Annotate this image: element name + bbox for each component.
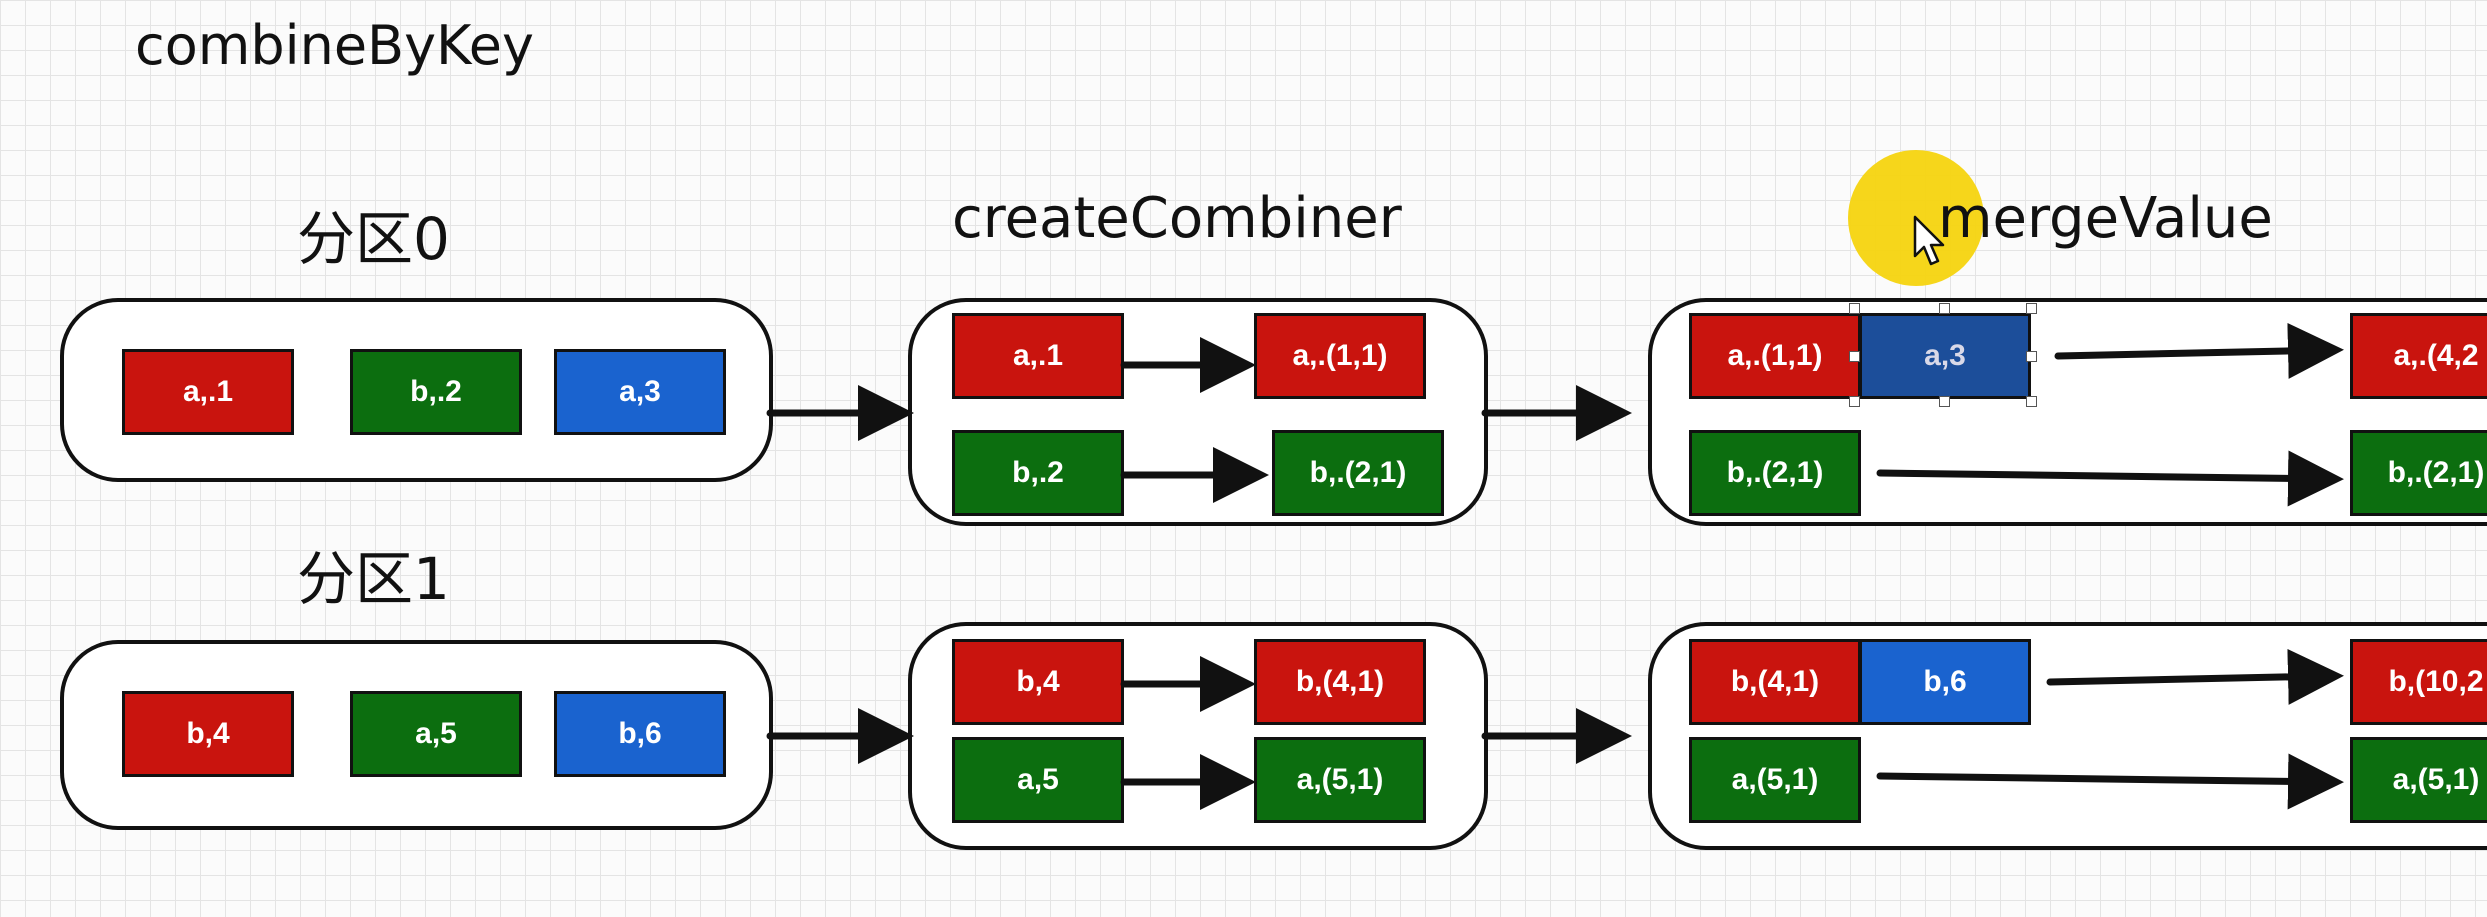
partition-0-label: 分区0 (297, 205, 450, 273)
partition-1-item-3[interactable]: b,6 (554, 691, 726, 777)
mv-p0-row1-output[interactable]: a,.(4,2 (2350, 313, 2487, 399)
mouse-cursor-icon (1913, 215, 1945, 266)
arrow-mv-p1-row2 (1876, 753, 2344, 810)
create-combiner-label: createCombiner (952, 186, 1402, 251)
selection-handle[interactable] (1849, 303, 1860, 314)
arrow-mv-p0-row2 (1876, 450, 2344, 507)
cc-p0-row2-output[interactable]: b,.(2,1) (1272, 430, 1444, 516)
partition-1-item-1[interactable]: b,4 (122, 691, 294, 777)
partition-1-label: 分区1 (297, 545, 450, 613)
diagram-title: combineByKey (135, 14, 534, 77)
mv-p1-row2-output[interactable]: a,(5,1) (2350, 737, 2487, 823)
partition-1-item-2[interactable]: a,5 (350, 691, 522, 777)
mv-p1-row2-accumulator[interactable]: a,(5,1) (1689, 737, 1861, 823)
partition-0-item-1[interactable]: a,.1 (122, 349, 294, 435)
selection-handle[interactable] (2026, 303, 2037, 314)
selection-handle[interactable] (1849, 351, 1860, 362)
mv-p1-row1-output[interactable]: b,(10,2 (2350, 639, 2487, 725)
cc-p0-row1-input[interactable]: a,.1 (952, 313, 1124, 399)
mv-p1-row1-value[interactable]: b,6 (1859, 639, 2031, 725)
selection-handle[interactable] (2026, 351, 2037, 362)
cc-p1-row1-input[interactable]: b,4 (952, 639, 1124, 725)
arrow-mv-p0-row1 (2054, 322, 2344, 379)
selection-handle[interactable] (1939, 303, 1950, 314)
cc-p1-row2-input[interactable]: a,5 (952, 737, 1124, 823)
partition-0-item-3[interactable]: a,3 (554, 349, 726, 435)
mv-p0-row2-output[interactable]: b,.(2,1) (2350, 430, 2487, 516)
cc-p0-row2-input[interactable]: b,.2 (952, 430, 1124, 516)
partition-0-item-2[interactable]: b,.2 (350, 349, 522, 435)
selection-handle[interactable] (1849, 396, 1860, 407)
mv-p0-row1-accumulator[interactable]: a,.(1,1) (1689, 313, 1861, 399)
selection-handle[interactable] (2026, 396, 2037, 407)
selection-handle[interactable] (1939, 396, 1950, 407)
mv-p0-row2-accumulator[interactable]: b,.(2,1) (1689, 430, 1861, 516)
cc-p1-row1-output[interactable]: b,(4,1) (1254, 639, 1426, 725)
cc-p0-row1-output[interactable]: a,.(1,1) (1254, 313, 1426, 399)
arrow-mv-p1-row1 (2046, 648, 2344, 705)
cc-p1-row2-output[interactable]: a,(5,1) (1254, 737, 1426, 823)
mv-p1-row1-accumulator[interactable]: b,(4,1) (1689, 639, 1861, 725)
merge-value-label: mergeValue (1938, 186, 2273, 251)
